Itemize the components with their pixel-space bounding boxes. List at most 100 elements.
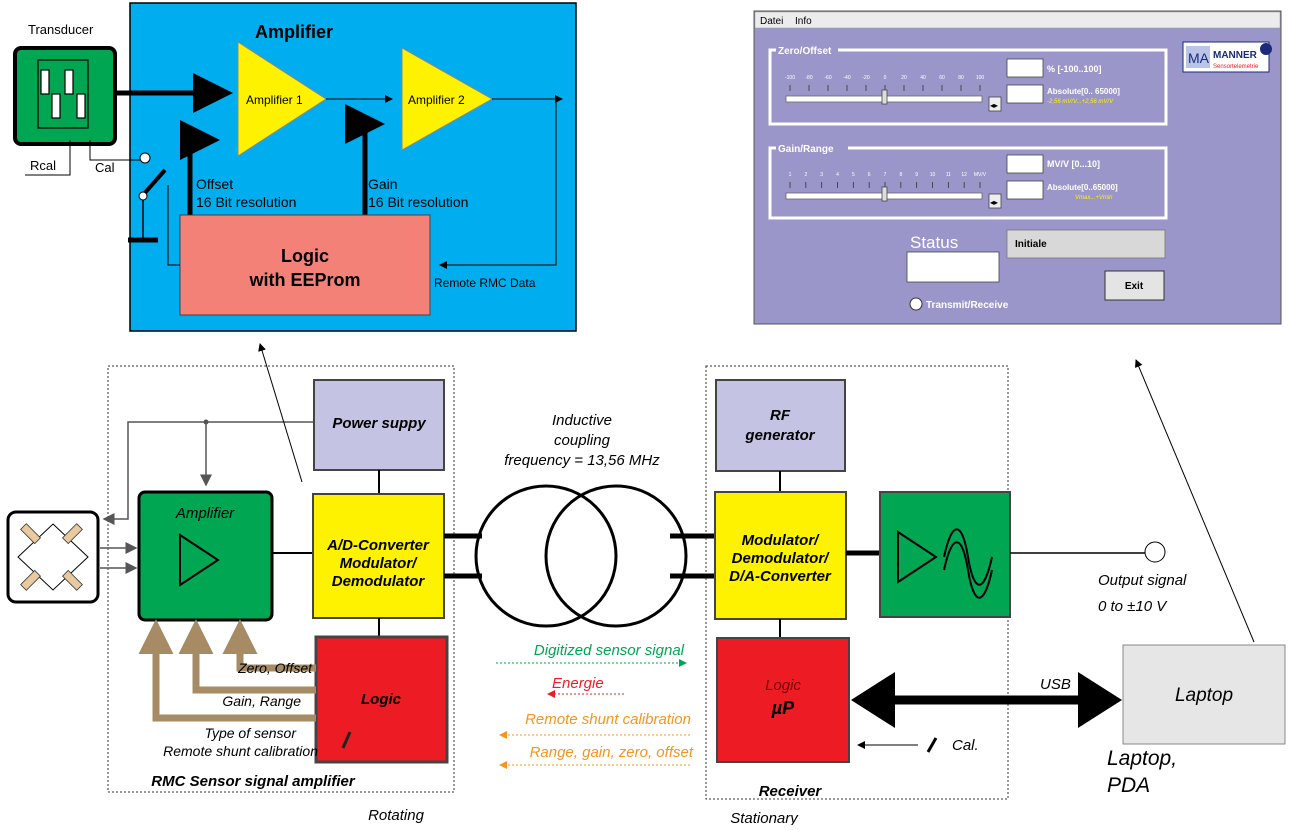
- amplifier-symbol-icon-2: [897, 530, 938, 584]
- adc-label-2: Modulator/: [340, 555, 418, 572]
- rmc-label: RMC Sensor signal amplifier: [151, 773, 356, 790]
- slider-tick-label: -80: [805, 75, 812, 81]
- rf-label-1: RF: [770, 407, 791, 424]
- remote-shunt-label: Remote shunt calibration: [163, 743, 318, 759]
- mod-label-2: Demodulator/: [732, 550, 831, 567]
- slider-tick-label: -100: [785, 75, 795, 81]
- remote-shunt-arrow-label: Remote shunt calibration: [525, 711, 691, 728]
- slider-tick-label: 40: [920, 75, 926, 81]
- gain-resolution: 16 Bit resolution: [368, 194, 468, 210]
- percent-input[interactable]: [1006, 58, 1044, 78]
- status-value-box: [1006, 229, 1166, 259]
- spin-arrows-icon: ◂▸: [990, 101, 998, 110]
- slider-tick-label: 20: [901, 75, 907, 81]
- absolute2-label: Absolute[0..65000]: [1047, 183, 1118, 192]
- energie-label: Energie: [552, 675, 604, 692]
- zero-offset-group-label: Zero/Offset: [778, 46, 832, 57]
- slider-tick-label: 80: [958, 75, 964, 81]
- absolute-input[interactable]: [1006, 84, 1044, 104]
- coupling-coil-left: [474, 484, 618, 628]
- amplifier-panel-title: Amplifier: [255, 22, 333, 42]
- exit-button[interactable]: [1104, 270, 1165, 301]
- mvv-label: MV/V [0...10]: [1047, 159, 1100, 169]
- cal-switch-icon: [341, 731, 352, 749]
- adc-box: [312, 493, 445, 619]
- slider-tick-label: 3: [820, 172, 823, 178]
- inductive-label-3: frequency = 13,56 MHz: [504, 452, 660, 469]
- transducer-box: [13, 46, 117, 146]
- amplifier-1-label: Amplifier 1: [246, 93, 303, 107]
- inductive-label-2: coupling: [554, 432, 611, 449]
- slider-tick-label: MV/V: [974, 172, 987, 178]
- menu-datei[interactable]: Datei: [760, 16, 783, 27]
- slider-tick-label: 8: [899, 172, 902, 178]
- transmit-receive-radio[interactable]: [909, 297, 923, 311]
- bridge-sensor-icon: [6, 510, 100, 604]
- slider-tick-label: -20: [862, 75, 869, 81]
- output-signal-label: Output signal: [1098, 572, 1187, 589]
- slider-tick-label: -40: [843, 75, 850, 81]
- logic-label: Logic: [361, 691, 402, 708]
- remote-rmc-data-label: Remote RMC Data: [434, 276, 536, 290]
- gain-range-group-label: Gain/Range: [778, 144, 834, 155]
- spin-arrows-icon: ◂▸: [990, 198, 998, 207]
- logic-up-label-2: µP: [771, 698, 795, 718]
- coupling-coil-right: [544, 484, 688, 628]
- type-sensor-label: Type of sensor: [204, 725, 297, 741]
- rcal-label: Rcal: [30, 158, 56, 173]
- zero-offset-slider-thumb[interactable]: [881, 89, 888, 105]
- amplifier-2-label: Amplifier 2: [408, 93, 465, 107]
- absolute2-sub: Vmax...+Vmin: [1075, 195, 1113, 201]
- transmit-receive-label: Transmit/Receive: [926, 300, 1009, 311]
- rf-generator-box: [715, 379, 846, 472]
- mod-label-3: D/A-Converter: [729, 568, 832, 585]
- output-range-label: 0 to ±10 V: [1098, 598, 1168, 615]
- logic-up-box: [716, 637, 850, 763]
- status-field: [906, 251, 1000, 283]
- laptop-label: Laptop: [1175, 685, 1233, 706]
- logic-eeprom-box: [179, 214, 431, 316]
- slider-tick-label: 7: [884, 172, 887, 178]
- slider-tick-label: 12: [961, 172, 967, 178]
- main-diagram: Power suppy Amplifier A/D-Converter Modu…: [6, 343, 1286, 827]
- laptop-box: [1122, 644, 1286, 745]
- absolute2-input[interactable]: [1006, 180, 1044, 200]
- inductive-label-1: Inductive: [552, 412, 612, 429]
- usb-label: USB: [1040, 676, 1071, 693]
- rf-label-2: generator: [744, 427, 815, 444]
- amplifier-2-triangle: [401, 47, 494, 151]
- menu-info[interactable]: Info: [795, 16, 812, 27]
- offset-resolution: 16 Bit resolution: [196, 194, 296, 210]
- zero-offset-label: Zero, Offset: [237, 660, 313, 676]
- rotating-label: Rotating: [368, 807, 425, 824]
- laptop-pda-label-1: Laptop,: [1107, 747, 1177, 770]
- cal-input-label: Cal.: [952, 737, 979, 754]
- gain-range-slider-thumb[interactable]: [881, 186, 888, 202]
- cal-label: Cal: [95, 160, 115, 175]
- amplifier-symbol-icon: [179, 533, 220, 587]
- slider-tick-label: 0: [884, 75, 887, 81]
- digitized-label: Digitized sensor signal: [534, 642, 685, 659]
- absolute-sub: -2,56 mV/V...+2,56 mV/V: [1047, 99, 1114, 105]
- sine-wave-icon: [943, 528, 993, 586]
- slider-tick-label: 5: [852, 172, 855, 178]
- logic-eeprom-line1: Logic: [281, 246, 329, 266]
- slider-tick-label: 6: [868, 172, 871, 178]
- slider-tick-label: 9: [915, 172, 918, 178]
- mvv-input[interactable]: [1006, 154, 1044, 174]
- slider-tick-label: 2: [804, 172, 807, 178]
- stationary-label: Stationary: [730, 810, 799, 825]
- mod-label-1: Modulator/: [742, 532, 820, 549]
- gain-range-spin-button[interactable]: [988, 193, 1002, 209]
- slider-tick-label: 11: [946, 172, 951, 178]
- logic-box: [314, 635, 449, 764]
- adc-label-3: Demodulator: [332, 573, 426, 590]
- offset-label: Offset: [196, 176, 233, 192]
- cal-switch-icon-2: [926, 737, 938, 753]
- status-label: Status: [910, 233, 958, 252]
- gain-range-label: Gain, Range: [222, 693, 301, 709]
- zero-offset-spin-button[interactable]: [988, 96, 1002, 112]
- modulator-box: [714, 491, 847, 620]
- slider-tick-label: 1: [789, 172, 792, 178]
